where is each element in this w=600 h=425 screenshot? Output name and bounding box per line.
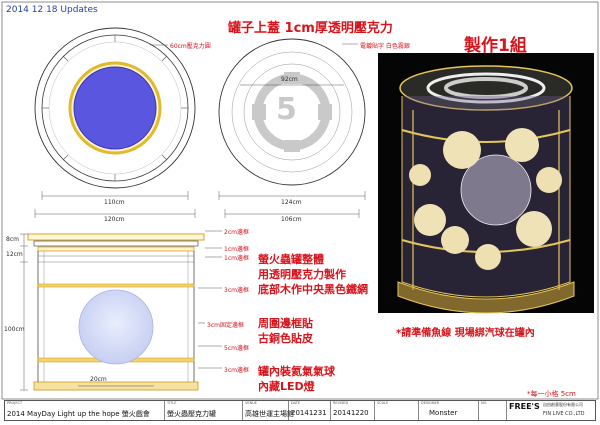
note-block-3: 罐內裝氦氣氣球 內藏LED燈 bbox=[258, 364, 335, 394]
top-view-width-outer: 120cm bbox=[104, 216, 125, 223]
tb-caption: REVISED bbox=[333, 401, 349, 405]
drawing-border bbox=[1, 1, 599, 400]
balloon-circle bbox=[78, 289, 154, 365]
tb-venue: VENUE 高雄世運主場館 bbox=[243, 401, 294, 420]
lid-logo-number: 5 bbox=[276, 92, 297, 127]
edge-label-7: 3cm邊框 bbox=[224, 367, 249, 374]
tb-no: NO. bbox=[479, 401, 507, 420]
note-line: 周圍邊框貼 bbox=[258, 317, 313, 330]
note-line: 用透明壓克力製作 bbox=[258, 268, 346, 281]
lid-title: 罐子上蓋 1cm厚透明壓克力 bbox=[228, 21, 393, 36]
company-cn: 自由創意股份有限公司 bbox=[543, 402, 583, 407]
tb-caption: DESIGNER bbox=[421, 401, 440, 405]
note-line: 底部木作中央黑色鐵網 bbox=[258, 283, 368, 296]
tb-caption: VENUE bbox=[245, 401, 257, 405]
note-line: 罐內裝氦氣氣球 bbox=[258, 365, 335, 378]
tb-value: 螢火蟲壓克力罐 bbox=[167, 410, 216, 418]
side-left-top-dim: 8cm bbox=[6, 236, 19, 243]
tb-title: TITLE 螢火蟲壓克力罐 bbox=[165, 401, 243, 420]
title-block: PROJECT 2014 MayDay Light up the hope 螢火… bbox=[4, 400, 596, 421]
side-ball-dim: 20cm bbox=[90, 376, 107, 383]
note-grid: *每一小格 5cm bbox=[527, 390, 576, 398]
edge-label-1: 2cm邊框 bbox=[224, 229, 249, 236]
top-view-width-inner: 110cm bbox=[104, 199, 125, 206]
top-view-inner-label: 60cm壓克力圓 bbox=[170, 43, 211, 50]
edge-label-5: 3cm固定邊框 bbox=[207, 322, 244, 329]
tb-project: PROJECT 2014 MayDay Light up the hope 螢火… bbox=[5, 401, 165, 420]
side-left-mid-dim: 12cm bbox=[6, 251, 23, 258]
center-globe bbox=[460, 154, 532, 226]
note-prepare: *請準備魚線 現場綁汽球在罐內 bbox=[396, 328, 535, 339]
tb-value: Monster bbox=[429, 409, 458, 417]
lid-note: 電鍍貼字 白色霧銀 bbox=[360, 43, 410, 50]
tb-caption: DATE bbox=[291, 401, 301, 405]
tb-value: 2014 MayDay Light up the hope 螢火戲會 bbox=[7, 410, 150, 418]
tb-caption: TITLE bbox=[167, 401, 177, 405]
production-title: 製作1組 bbox=[464, 36, 527, 56]
edge-label-2: 1cm邊框 bbox=[224, 246, 249, 253]
tb-caption: PROJECT bbox=[7, 401, 23, 405]
company-sub: FIN LIVE CO.,LTD bbox=[543, 411, 585, 417]
tb-caption: NO. bbox=[481, 401, 488, 405]
tb-designer: DESIGNER Monster bbox=[419, 401, 479, 420]
tb-caption: SCALE bbox=[377, 401, 389, 405]
side-view-drawing bbox=[20, 230, 222, 391]
tb-value: 20141220 bbox=[333, 409, 369, 417]
lid-view-inner-dim: 92cm bbox=[281, 76, 298, 83]
edge-label-3: 1cm邊框 bbox=[224, 255, 249, 262]
note-block-2: 周圍邊框貼 古銅色貼皮 bbox=[258, 316, 313, 346]
tb-scale: SCALE bbox=[375, 401, 419, 420]
render-image bbox=[378, 53, 594, 314]
lid-view-outer1-dim: 124cm bbox=[281, 199, 302, 206]
edge-label-6: 5cm邊框 bbox=[224, 345, 249, 352]
note-block-1: 螢火蟲罐整體 用透明壓克力製作 底部木作中央黑色鐵網 bbox=[258, 252, 368, 297]
top-view-drawing bbox=[34, 27, 196, 218]
company-logo: FREE'S bbox=[509, 402, 540, 411]
tb-value: 20141231 bbox=[291, 409, 327, 417]
tb-value: 高雄世運主場館 bbox=[245, 410, 294, 418]
edge-label-4: 3cm邊框 bbox=[224, 287, 249, 294]
lid-view-drawing bbox=[218, 38, 366, 218]
header-date: 2014 12 18 Updates bbox=[6, 5, 98, 15]
lid-view-outer2-dim: 106cm bbox=[281, 216, 302, 223]
side-height-dim: 100cm bbox=[4, 326, 25, 333]
tb-company: FREE'S 自由創意股份有限公司 FIN LIVE CO.,LTD bbox=[507, 401, 595, 420]
tb-date: DATE 20141231 bbox=[289, 401, 331, 420]
tb-revised: REVISED 20141220 bbox=[331, 401, 375, 420]
note-line: 內藏LED燈 bbox=[258, 380, 315, 393]
note-line: 螢火蟲罐整體 bbox=[258, 253, 324, 266]
note-line: 古銅色貼皮 bbox=[258, 332, 313, 345]
blue-acrylic-circle bbox=[73, 66, 157, 150]
